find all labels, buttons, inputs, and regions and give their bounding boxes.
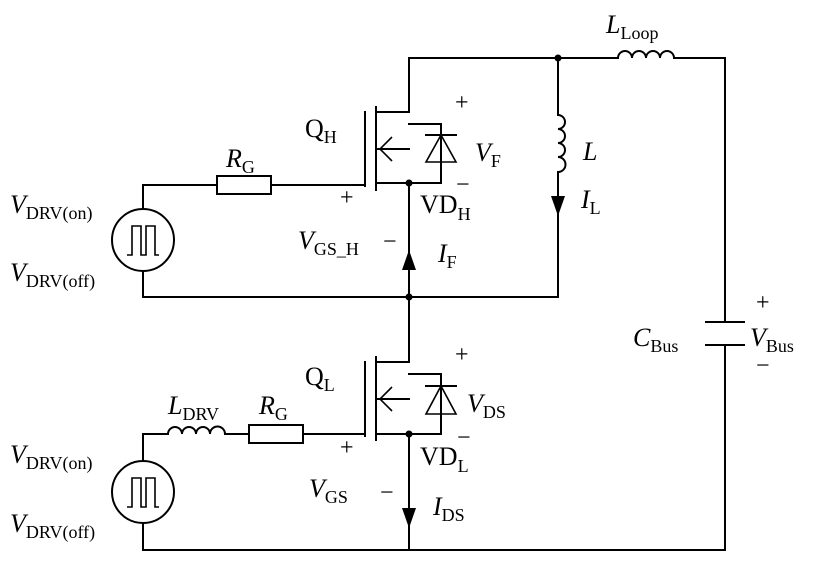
inductor-l-loop (616, 50, 676, 60)
label-v-drv-on-low: VDRV(on) (10, 440, 92, 474)
square-wave-icon (127, 477, 159, 508)
plus-sign-v-ds: + (455, 342, 469, 368)
arrow-i-ds (402, 508, 416, 528)
q-h-arrow (378, 136, 393, 162)
arrow-i-f (402, 250, 416, 270)
square-wave-icon (127, 225, 159, 256)
plus-sign-v-bus: + (756, 290, 770, 316)
low-gate-wire-left (142, 433, 169, 463)
top-wire-right (673, 57, 726, 323)
label-i-ds: IDS (432, 492, 465, 525)
q-l-source-node (405, 430, 413, 438)
minus-sign-v-gs: − (380, 480, 394, 506)
mosfet-q-h (364, 57, 458, 191)
pulse-source-high-circle (111, 208, 175, 272)
switch-node-dot (405, 293, 413, 301)
q-h-drain (375, 57, 410, 113)
label-v-drv-off-low: VDRV(off) (10, 509, 95, 543)
label-c-bus: CBus (633, 323, 678, 356)
label-v-drv-on-high: VDRV(on) (10, 190, 92, 224)
label-v-ds: VDS (467, 389, 506, 422)
label-vd-l: VDL (420, 442, 469, 476)
q-l-body-diode-icon (424, 384, 458, 415)
minus-sign-v-gs-h: − (383, 229, 397, 255)
inductor-l-drv (166, 425, 227, 436)
label-q-h: QH (305, 114, 337, 147)
wires (142, 57, 726, 551)
q-l-drain (375, 349, 410, 363)
label-l: L (582, 137, 597, 166)
label-q-l: QL (305, 362, 335, 395)
plus-sign-v-gs: + (340, 435, 354, 461)
label-r-g-low: RG (258, 391, 288, 424)
label-i-f: IF (437, 239, 457, 272)
high-gate-wire-left (142, 184, 218, 211)
plus-sign-v-f: + (455, 90, 469, 116)
q-l-diode-loop (408, 373, 442, 435)
pulse-source-low (111, 460, 175, 524)
q-h-diode-loop (408, 123, 442, 184)
label-v-drv-off-high: VDRV(off) (10, 258, 95, 292)
label-i-l: IL (580, 185, 601, 218)
arrow-i-l (551, 196, 565, 216)
resistor-r-g-high (216, 175, 272, 195)
q-h-body-diode-icon (424, 133, 458, 163)
label-v-gs-h: VGS_H (298, 226, 359, 259)
q-h-source-node (405, 179, 413, 187)
minus-sign-v-ds: − (457, 425, 471, 451)
plus-sign-v-gs-h: + (340, 185, 354, 211)
pulse-source-low-circle (111, 460, 175, 524)
resistor-r-g-low (248, 424, 304, 444)
top-node-dot (554, 54, 562, 62)
label-r-g-high: RG (225, 144, 255, 177)
label-v-bus: VBus (750, 323, 794, 356)
inductor-l (556, 113, 567, 174)
label-vd-h: VDH (420, 190, 471, 224)
label-v-f: VF (475, 138, 501, 171)
mosfet-q-l (364, 349, 458, 441)
minus-sign-v-f: − (456, 172, 470, 198)
label-l-loop: LLoop (605, 10, 658, 43)
label-v-gs: VGS (309, 474, 348, 507)
q-l-arrow (378, 386, 393, 412)
label-l-drv: LDRV (167, 391, 219, 424)
minus-sign-v-bus: − (756, 353, 770, 379)
pulse-source-high (111, 208, 175, 272)
